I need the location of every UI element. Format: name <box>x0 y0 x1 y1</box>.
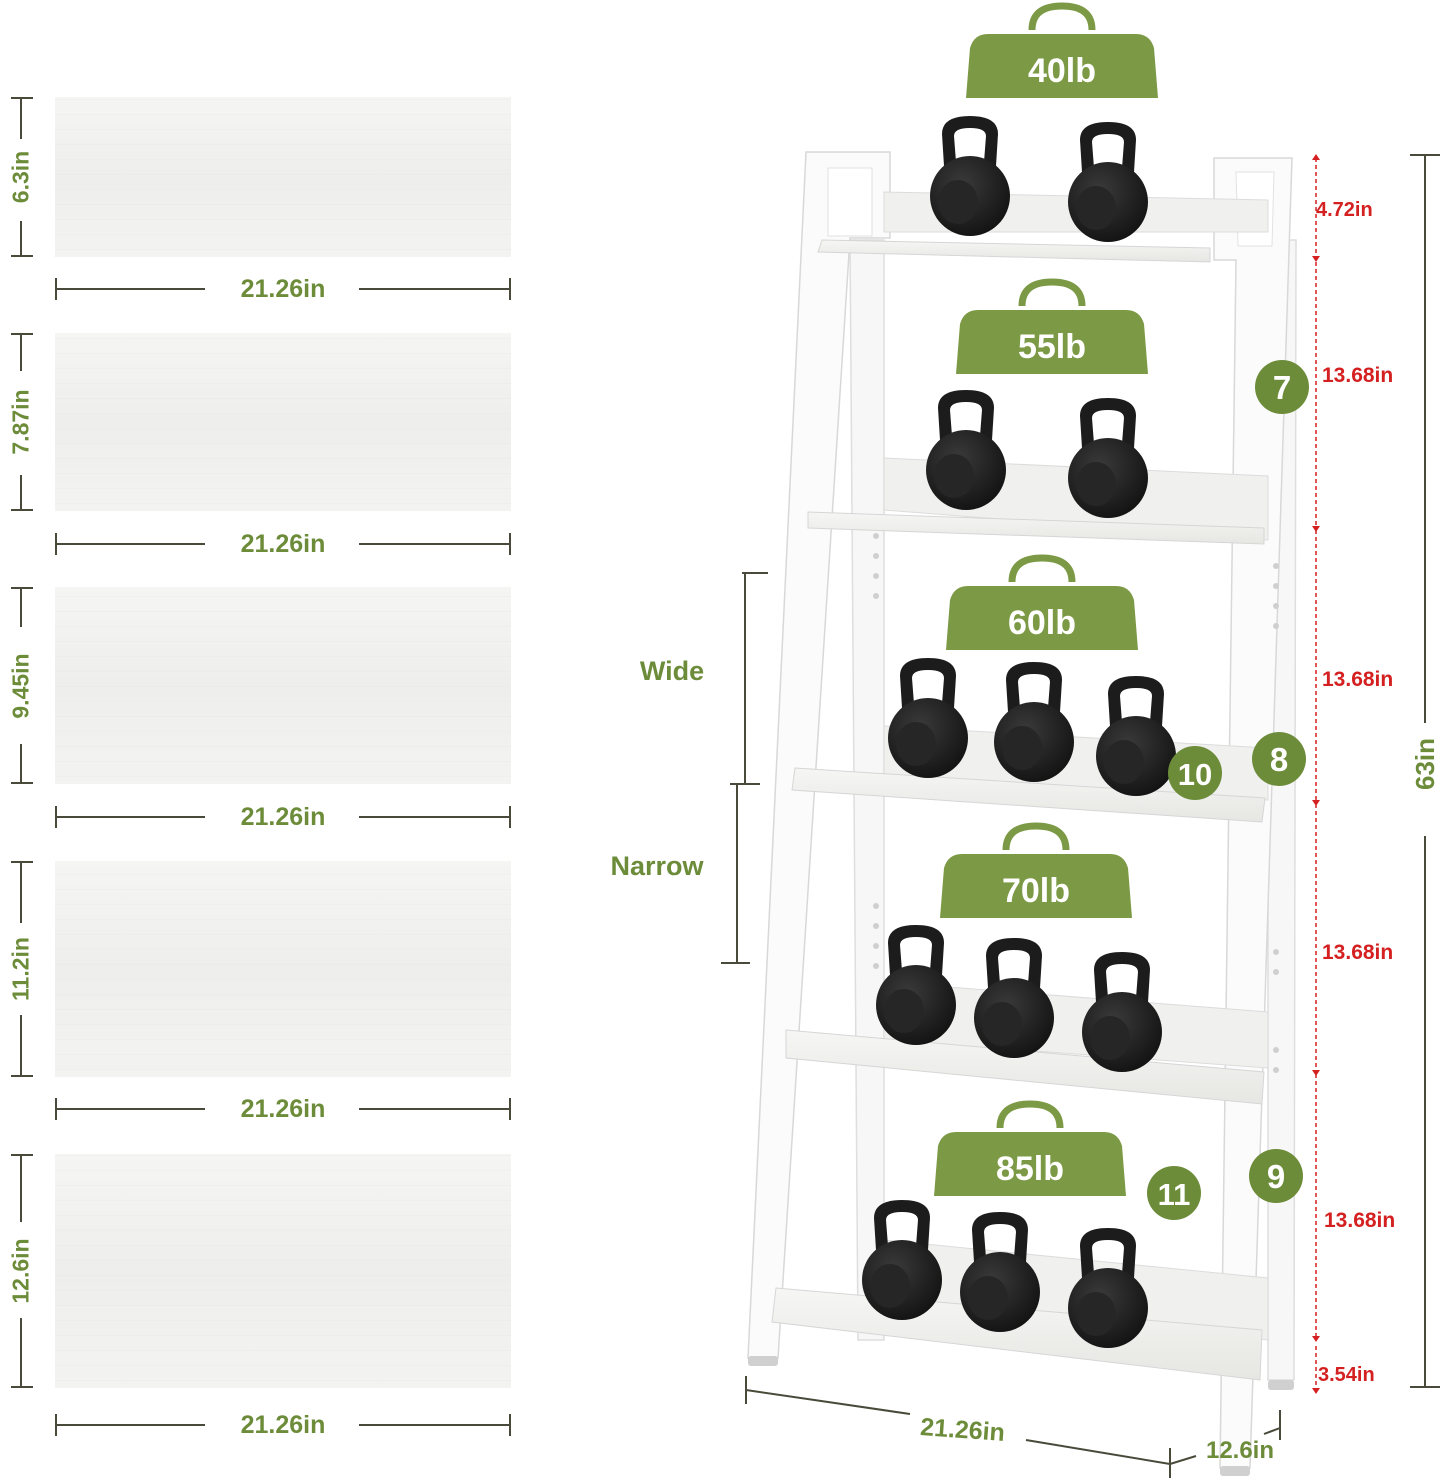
panel-width-label: 21.26in <box>240 1411 326 1439</box>
wide-label: Wide <box>640 656 704 686</box>
marker-11: 11 <box>1147 1166 1201 1220</box>
base-width-label: 21.26in <box>919 1413 1006 1447</box>
kettlebell <box>876 925 956 1045</box>
panel-height-dim-1: 6.3in <box>4 97 40 257</box>
base-depth-dim <box>1169 1410 1281 1465</box>
kettlebell <box>926 390 1006 510</box>
weight-badge-5: 85lb <box>934 1100 1126 1196</box>
marker-10: 10 <box>1168 746 1222 800</box>
shelf-panel-1 <box>55 97 511 257</box>
kettlebell <box>1068 398 1148 518</box>
svg-text:11: 11 <box>1158 1177 1191 1212</box>
kettlebell <box>1082 952 1162 1072</box>
svg-text:7: 7 <box>1273 369 1291 406</box>
weight-badge-1: 40lb <box>966 2 1158 98</box>
marker-7: 7 <box>1255 360 1309 414</box>
gap-label-4: 13.68in <box>1322 941 1393 964</box>
gap-label-1: 4.72in <box>1316 199 1373 221</box>
panel-width-dim-4: 21.26in <box>55 1094 511 1124</box>
narrow-label: Narrow <box>610 851 704 881</box>
front-leg-left <box>747 151 891 1359</box>
svg-text:10: 10 <box>1178 757 1212 792</box>
weight-badge-2: 55lb <box>956 278 1148 374</box>
svg-text:8: 8 <box>1270 741 1288 778</box>
kettlebell <box>1068 1228 1148 1348</box>
svg-text:9: 9 <box>1267 1158 1285 1195</box>
panel-width-dim-2: 21.26in <box>55 529 511 559</box>
panel-height-dim-5: 12.6in <box>4 1154 40 1388</box>
panel-width-dim-5: 21.26in <box>55 1410 511 1440</box>
shelf-gap-ticks <box>1312 154 1320 1394</box>
panel-width-dim-1: 21.26in <box>55 274 511 304</box>
weight-label: 55lb <box>1018 328 1086 366</box>
panel-width-label: 21.26in <box>240 1095 326 1123</box>
kettlebell <box>994 662 1074 782</box>
panel-width-label: 21.26in <box>240 275 326 303</box>
shelf-panel-3 <box>55 587 511 784</box>
total-height-dim <box>1410 154 1440 1388</box>
foot-right <box>1268 1380 1294 1390</box>
kettlebell <box>960 1212 1040 1332</box>
gap-label-6: 3.54in <box>1318 1364 1375 1386</box>
gap-label-5: 13.68in <box>1324 1209 1395 1232</box>
kettlebell <box>974 938 1054 1058</box>
panel-width-label: 21.26in <box>240 803 326 831</box>
weight-label: 40lb <box>1028 52 1096 90</box>
shelf-1 <box>817 191 1269 263</box>
kettlebell <box>1096 676 1176 796</box>
weight-label: 85lb <box>996 1150 1064 1188</box>
panel-width-label: 21.26in <box>240 530 326 558</box>
panel-height-dim-2: 7.87in <box>4 333 40 511</box>
shelf-panel-2 <box>55 333 511 511</box>
base-depth-label: 12.6in <box>1206 1437 1274 1464</box>
weight-badge-4: 70lb <box>940 822 1132 918</box>
panel-height-dim-4: 11.2in <box>4 861 40 1077</box>
kettlebell <box>888 658 968 778</box>
marker-9: 9 <box>1249 1149 1303 1203</box>
foot-front-right <box>1220 1466 1250 1476</box>
weight-badge-3: 60lb <box>946 554 1138 650</box>
adjustment-holes <box>873 533 1279 1073</box>
gap-label-3: 13.68in <box>1322 668 1393 691</box>
shelf-panel-5 <box>55 1154 511 1388</box>
gap-label-2: 13.68in <box>1322 364 1393 387</box>
kettlebell <box>1068 122 1148 242</box>
kettlebell <box>862 1200 942 1320</box>
adjust-bracket <box>721 572 768 964</box>
kettlebells <box>862 116 1176 1348</box>
weight-label: 70lb <box>1002 872 1070 910</box>
weight-label: 60lb <box>1008 604 1076 642</box>
marker-8: 8 <box>1252 732 1306 786</box>
panel-width-dim-3: 21.26in <box>55 802 511 832</box>
total-height-label: 63in <box>1410 738 1440 790</box>
shelf-panel-4 <box>55 861 511 1077</box>
panel-height-dim-3: 9.45in <box>4 587 40 784</box>
kettlebell <box>930 116 1010 236</box>
foot-left <box>748 1356 778 1366</box>
